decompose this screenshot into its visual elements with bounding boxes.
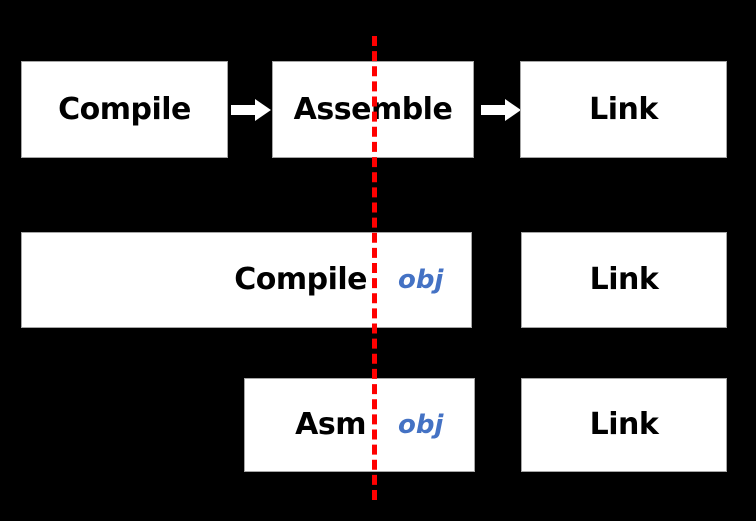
right-arrow-icon [481, 99, 521, 121]
box-link-stage-2[interactable]: Link [521, 232, 727, 328]
box-label-compile: Compile [58, 91, 191, 127]
box-compile-stage[interactable]: Compile [21, 61, 228, 158]
box-label-obj: obj [398, 265, 444, 295]
box-link-stage-3[interactable]: Link [521, 378, 727, 472]
box-label-asm: Asm [295, 407, 366, 442]
box-label-link-2: Link [589, 262, 659, 297]
box-label-link: Link [589, 91, 658, 127]
box-label-link-3: Link [589, 407, 659, 442]
toolchain-divider-line [372, 36, 377, 500]
box-asm-direct[interactable]: Asm obj [244, 378, 475, 472]
box-link-stage[interactable]: Link [520, 61, 727, 158]
box-compile-direct[interactable]: Compile obj [21, 232, 472, 328]
box-label-obj: obj [398, 410, 444, 440]
box-label-compile-wide: Compile [234, 262, 367, 297]
right-arrow-icon [231, 99, 271, 121]
